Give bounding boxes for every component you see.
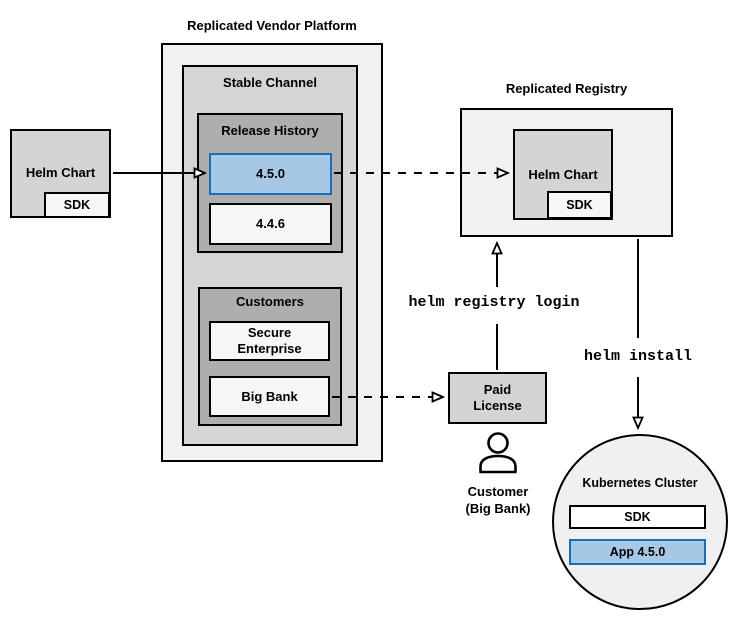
customer-item-big-bank: Big Bank — [209, 376, 330, 417]
sdk-label: SDK — [63, 197, 91, 212]
customers-label: Customers — [236, 294, 304, 309]
release-history-label: Release History — [221, 123, 319, 138]
cluster-app-label: App 4.5.0 — [609, 544, 666, 559]
customer-name: Big Bank — [241, 388, 298, 404]
registry-helm-chart-label: Helm Chart — [528, 167, 598, 182]
customer-actor-label-line1: Customer — [467, 484, 529, 499]
command-helm-registry-login: helm registry login — [408, 294, 580, 311]
customer-name: Secure Enterprise — [237, 325, 302, 356]
command-helm-install: helm install — [583, 348, 693, 365]
paid-license-label: Paid License — [473, 382, 522, 413]
cluster-app-box: App 4.5.0 — [569, 539, 706, 565]
cluster-sdk-box: SDK — [569, 505, 706, 529]
sdk-label: SDK — [624, 509, 651, 524]
registry-title: Replicated Registry — [505, 81, 628, 96]
paid-license-box: Paid License — [448, 372, 547, 424]
kubernetes-cluster-label: Kubernetes Cluster — [582, 476, 698, 490]
release-version: 4.4.6 — [256, 216, 285, 232]
person-icon — [479, 432, 517, 474]
stable-channel-label: Stable Channel — [223, 75, 317, 90]
release-version: 4.5.0 — [256, 166, 285, 182]
vendor-helm-chart-label: Helm Chart — [25, 165, 96, 180]
platform-title: Replicated Vendor Platform — [187, 18, 357, 33]
customer-item-secure-enterprise: Secure Enterprise — [209, 321, 330, 361]
release-item-4-5-0: 4.5.0 — [209, 153, 332, 195]
registry-sdk-box: SDK — [547, 191, 612, 219]
release-item-4-4-6: 4.4.6 — [209, 203, 332, 245]
vendor-sdk-box: SDK — [44, 192, 110, 218]
sdk-label: SDK — [566, 197, 593, 212]
customer-actor-label-line2: (Big Bank) — [465, 501, 531, 516]
